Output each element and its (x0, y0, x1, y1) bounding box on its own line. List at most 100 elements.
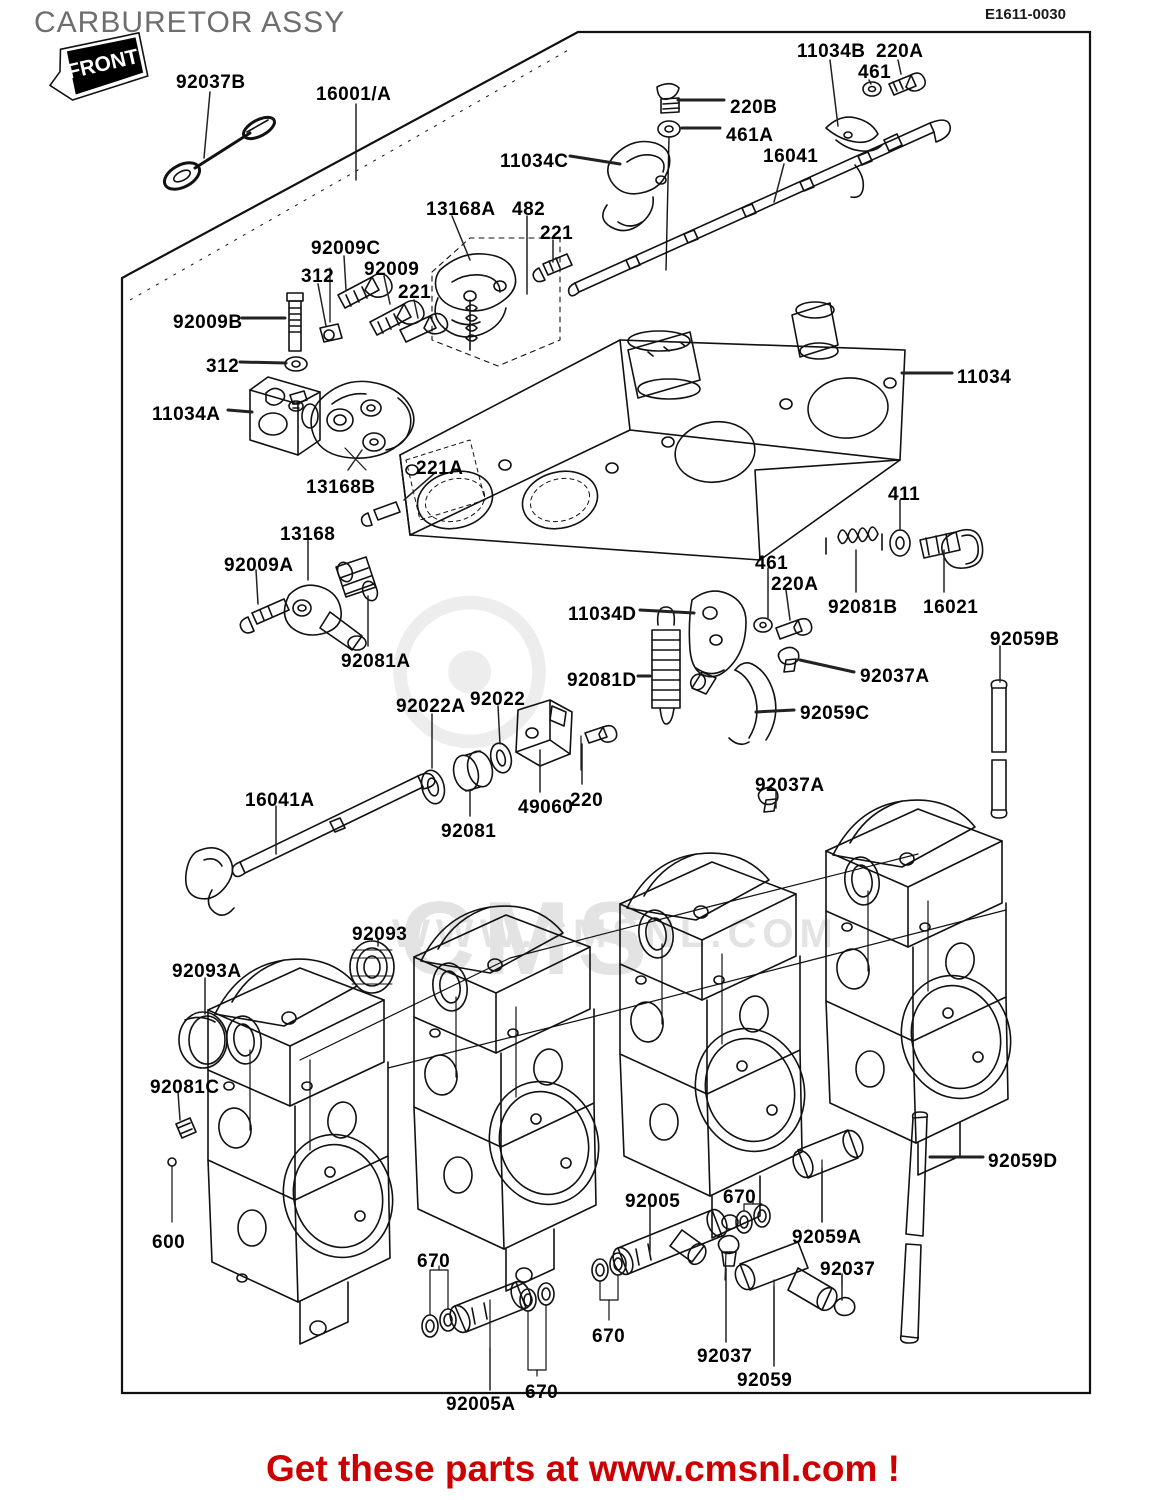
part-label-92059B[interactable]: 92059B (990, 629, 1060, 650)
part-label-92009C[interactable]: 92009C (311, 238, 381, 259)
part-label-92081C[interactable]: 92081C (150, 1077, 220, 1098)
part-16021-idle-knob (919, 528, 984, 569)
part-11034c-lever (602, 136, 671, 271)
part-461-washer-top (862, 81, 882, 97)
part-label-92022A[interactable]: 92022A (396, 696, 466, 717)
part-11034a-body (249, 376, 321, 456)
part-label-92005[interactable]: 92005 (625, 1191, 681, 1212)
part-label-461A[interactable]: 461A (726, 125, 774, 146)
part-670-oring-group-d (519, 1282, 555, 1377)
footer-cta-link[interactable]: Get these parts at www.cmsnl.com ! (266, 1448, 900, 1489)
part-label-92009B[interactable]: 92009B (173, 312, 243, 333)
part-670-oring-group-b (591, 1252, 627, 1321)
part-11034d-bracket (688, 590, 747, 695)
part-label-670-c[interactable]: 670 (592, 1326, 626, 1347)
part-label-482[interactable]: 482 (512, 199, 546, 220)
part-label-92037A-1[interactable]: 92037A (860, 666, 930, 687)
carburetor-body-2 (413, 905, 600, 1292)
part-label-92009[interactable]: 92009 (364, 259, 420, 280)
part-92081c-clip (175, 1117, 197, 1139)
part-label-221-b[interactable]: 221 (398, 282, 432, 303)
sheet-code: E1611-0030 (985, 6, 1066, 23)
part-label-92037-r[interactable]: 92037 (820, 1259, 876, 1280)
part-220b-screw (656, 82, 680, 114)
part-label-92081[interactable]: 92081 (441, 821, 497, 842)
part-label-670-a[interactable]: 670 (723, 1187, 757, 1208)
part-label-11034C[interactable]: 11034C (500, 151, 569, 172)
part-221-screw-left (399, 312, 449, 343)
part-label-670-b[interactable]: 670 (417, 1251, 451, 1272)
part-label-92059[interactable]: 92059 (737, 1370, 793, 1391)
part-16041a-rod (231, 772, 436, 878)
part-label-92059D[interactable]: 92059D (988, 1151, 1058, 1172)
part-label-13168A[interactable]: 13168A (426, 199, 496, 220)
part-label-92093A[interactable]: 92093A (172, 961, 242, 982)
part-label-92009A[interactable]: 92009A (224, 555, 294, 576)
part-92059c-hose (728, 662, 777, 746)
part-670-oring-group-c (421, 1265, 457, 1338)
part-label-11034D[interactable]: 11034D (568, 604, 637, 625)
part-461a-washer (657, 120, 681, 138)
part-label-92059C[interactable]: 92059C (800, 703, 870, 724)
part-label-220A-top[interactable]: 220A (876, 41, 924, 62)
part-label-220A-mid[interactable]: 220A (771, 574, 819, 595)
part-label-670-d[interactable]: 670 (525, 1382, 559, 1403)
part-label-16021[interactable]: 16021 (923, 597, 979, 618)
part-label-92037A-2[interactable]: 92037A (755, 775, 825, 796)
part-92037a-clip-1 (777, 646, 800, 673)
part-220-screw-mid (580, 724, 618, 771)
part-label-16041A[interactable]: 16041A (245, 790, 315, 811)
part-label-13168B[interactable]: 13168B (306, 477, 376, 498)
part-label-221A[interactable]: 221A (416, 458, 464, 479)
part-label-92037-b[interactable]: 92037 (697, 1346, 753, 1367)
part-label-92005A[interactable]: 92005A (446, 1394, 516, 1415)
part-label-220B[interactable]: 220B (730, 97, 778, 118)
carburetor-body-4 (825, 799, 1012, 1176)
part-92005a-fuel-joint (449, 1280, 532, 1349)
part-label-16041[interactable]: 16041 (763, 146, 819, 167)
part-label-312-b[interactable]: 312 (206, 356, 240, 377)
part-label-92081B[interactable]: 92081B (828, 597, 898, 618)
part-92059a-hose (792, 1129, 864, 1223)
part-92037b-clamp (162, 115, 276, 191)
part-label-312-a[interactable]: 312 (301, 266, 335, 287)
part-label-461-mid[interactable]: 461 (755, 553, 789, 574)
part-label-461-top[interactable]: 461 (858, 62, 892, 83)
part-411-washer (889, 529, 911, 557)
part-92059d-hose (899, 1111, 929, 1344)
part-13168a-cluster (431, 237, 561, 367)
part-92081-bearing (452, 750, 494, 792)
part-label-92093[interactable]: 92093 (352, 924, 408, 945)
part-221a-screw (360, 501, 401, 527)
part-220a-screw-mid (775, 617, 813, 640)
carburetor-body-3 (619, 852, 806, 1239)
part-312-washer-upper (284, 356, 308, 372)
part-label-92037B[interactable]: 92037B (176, 72, 246, 93)
part-11034-carb-body (399, 301, 906, 561)
part-220a-screw-top (888, 72, 926, 96)
part-13168b-rocker (310, 380, 415, 471)
part-label-11034[interactable]: 11034 (957, 367, 1012, 388)
part-label-92081A[interactable]: 92081A (341, 651, 411, 672)
part-label-13168[interactable]: 13168 (280, 524, 336, 545)
part-92009b-bolt (286, 292, 304, 352)
part-label-49060[interactable]: 49060 (518, 797, 574, 818)
part-label-411[interactable]: 411 (888, 484, 921, 505)
part-label-92081D[interactable]: 92081D (567, 670, 637, 691)
part-label-92022[interactable]: 92022 (470, 689, 526, 710)
part-92081a-spring (335, 556, 379, 602)
part-label-600[interactable]: 600 (152, 1232, 186, 1253)
part-label-221-top[interactable]: 221 (540, 223, 574, 244)
part-label-11034A[interactable]: 11034A (152, 404, 221, 425)
part-label-220[interactable]: 220 (570, 790, 604, 811)
part-label-11034B[interactable]: 11034B (797, 41, 866, 62)
part-92009a-bolt (239, 598, 290, 634)
part-label-92059A[interactable]: 92059A (792, 1227, 862, 1248)
part-461-washer-mid (753, 617, 773, 633)
part-92093a-cap (178, 1011, 228, 1069)
part-92081d-spring (651, 606, 681, 725)
part-label-16001A[interactable]: 16001/A (316, 84, 392, 105)
part-92059b-hose (990, 679, 1008, 819)
